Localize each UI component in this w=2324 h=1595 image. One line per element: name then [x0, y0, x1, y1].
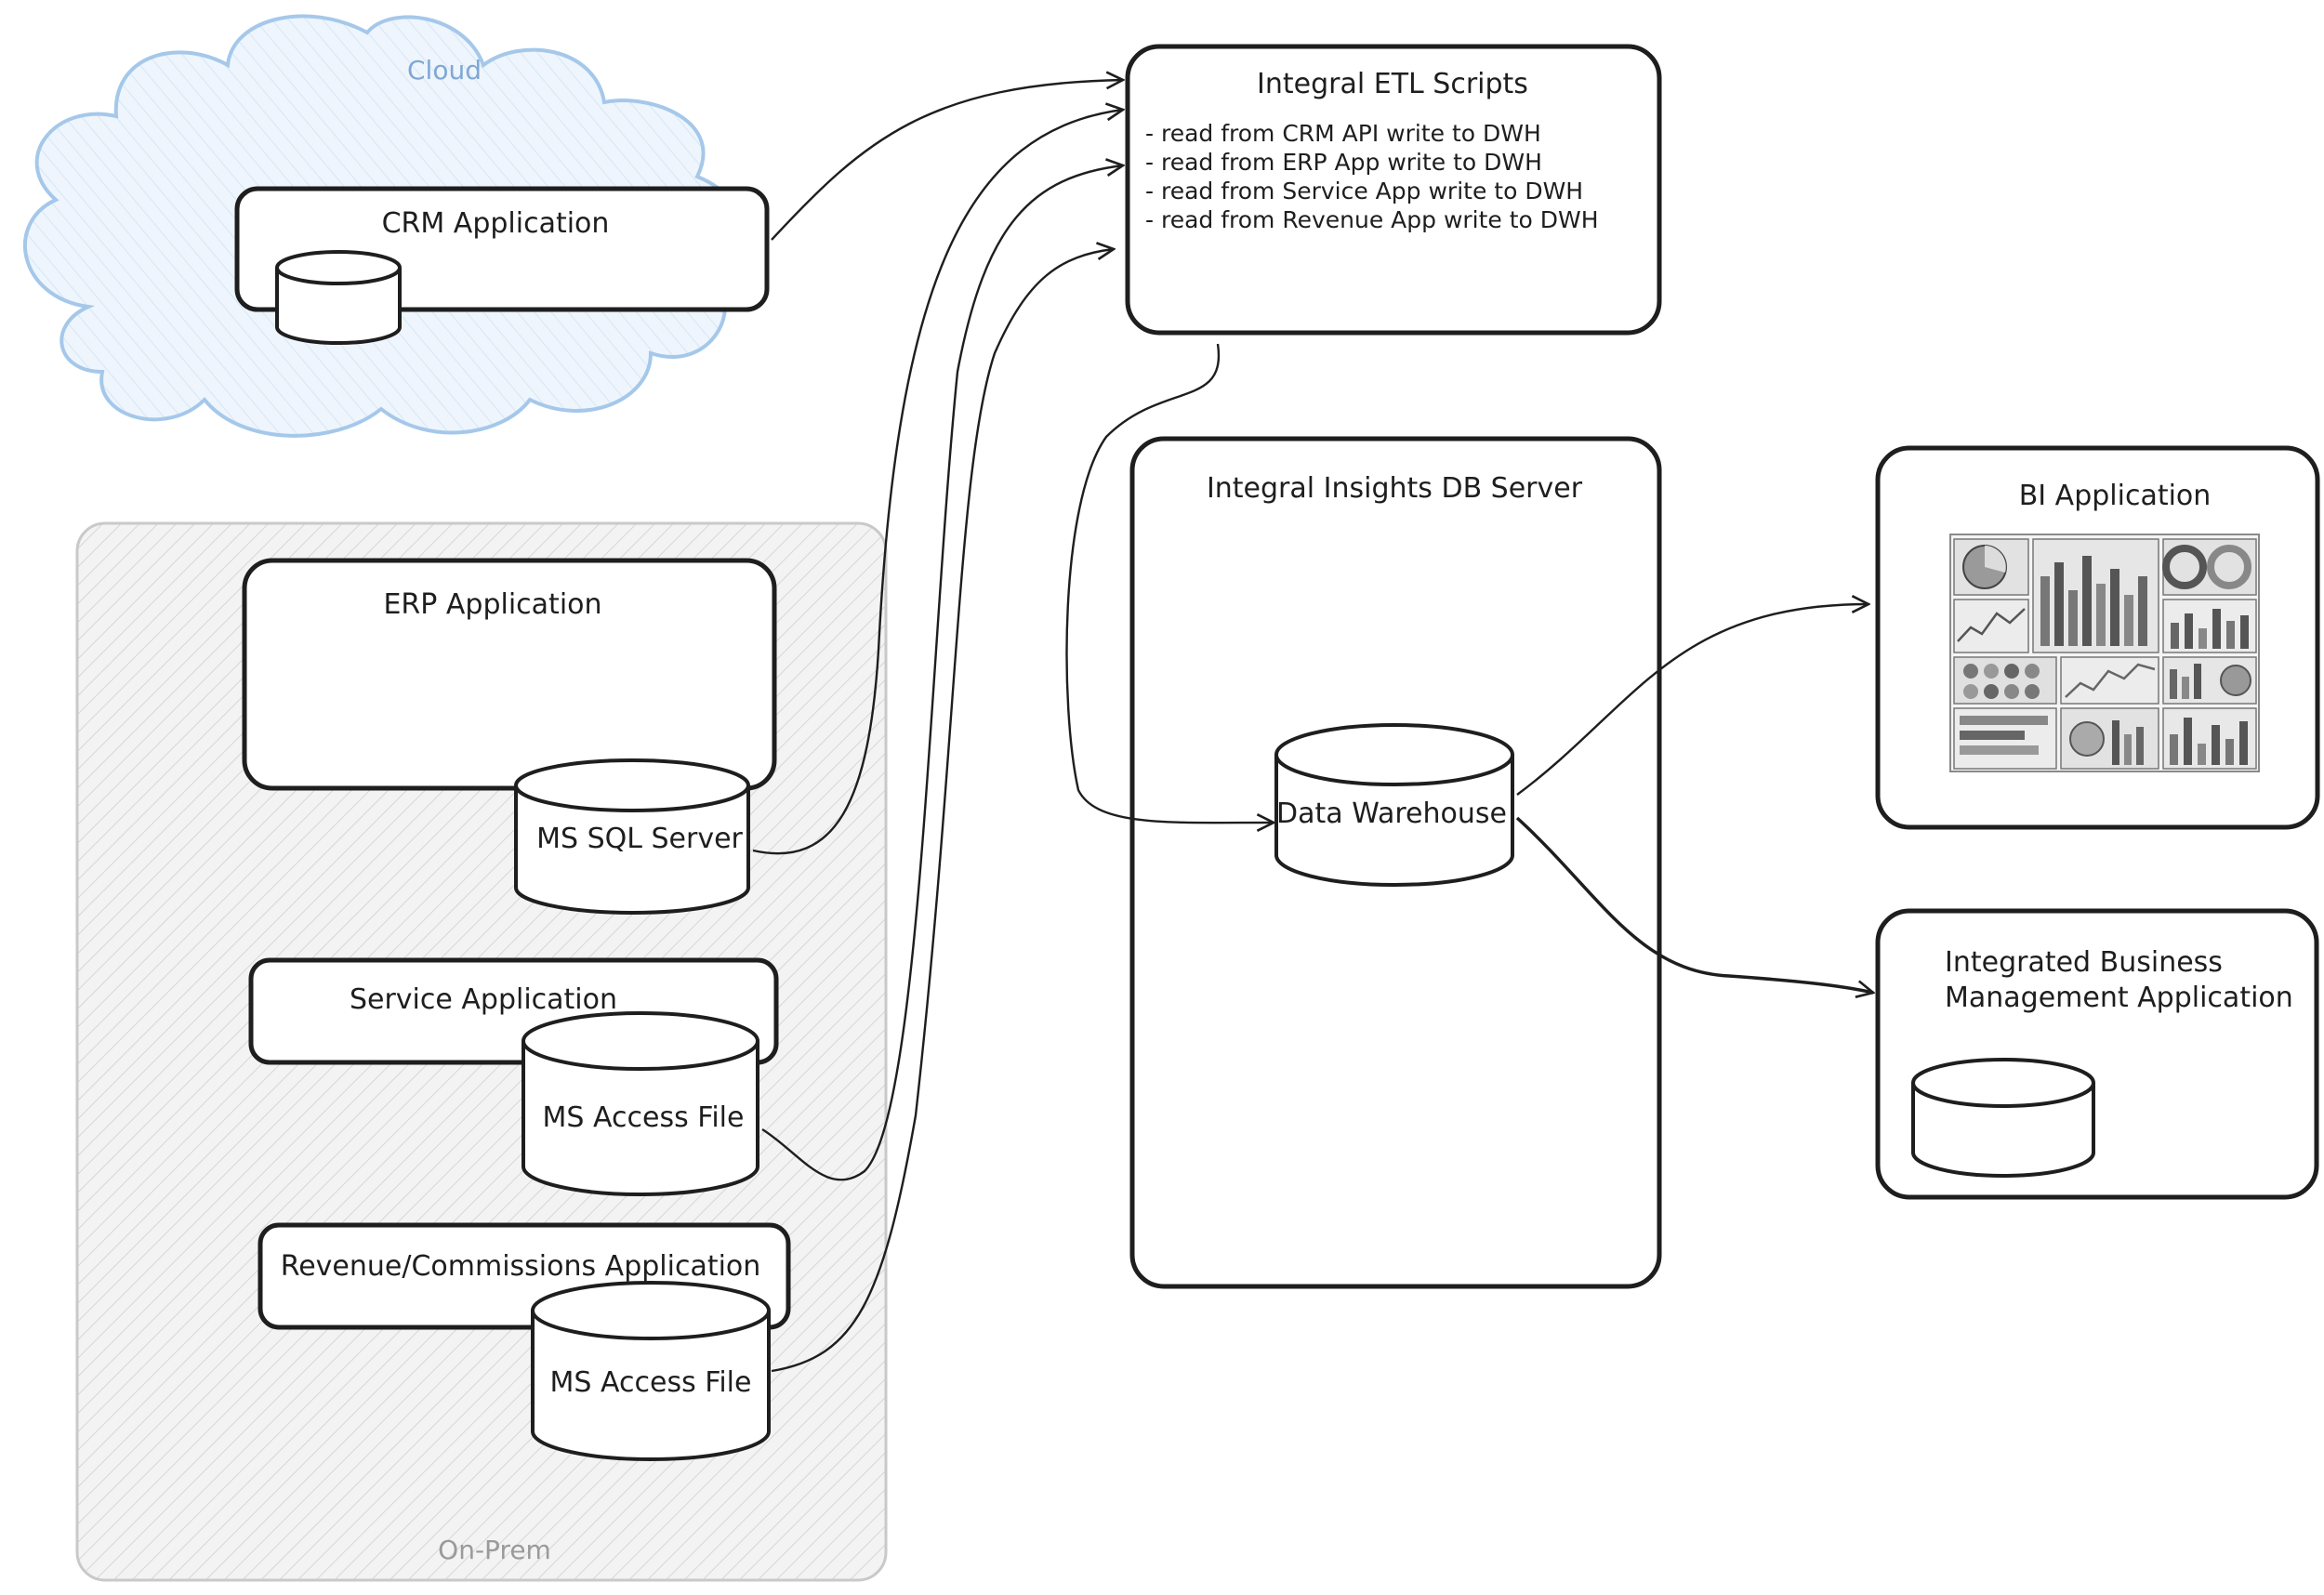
etl-line-3: - read from Service App write to DWH [1145, 178, 1583, 204]
ibm-database-icon [1911, 1058, 2095, 1178]
erp-database-label: MS SQL Server [536, 823, 743, 855]
db-server-node[interactable]: Integral Insights DB Server Data Warehou… [1129, 436, 1662, 1289]
data-warehouse-label: Data Warehouse [1276, 798, 1507, 830]
db-server-label: Integral Insights DB Server [1207, 472, 1583, 505]
etl-node[interactable]: Integral ETL Scripts - read from CRM API… [1125, 44, 1662, 336]
service-database-icon[interactable] [522, 1011, 759, 1196]
ibm-application-node[interactable]: Integrated Business Management Applicati… [1875, 908, 2319, 1200]
edge-revenue-db-to-etl [771, 249, 1114, 1373]
edge-dwh-to-ibm [1515, 816, 1873, 993]
erp-database-icon[interactable] [514, 758, 750, 915]
edge-service-db-to-etl [761, 165, 1123, 1181]
revenue-application-label: Revenue/Commissions Application [281, 1250, 761, 1283]
erp-application-box[interactable] [242, 558, 777, 791]
ibm-application-label-line2: Management Application [1945, 982, 2293, 1014]
etl-line-4: - read from Revenue App write to DWH [1145, 206, 1599, 233]
edge-erp-db-to-etl [752, 110, 1123, 855]
ibm-application-label-line1: Integrated Business [1945, 946, 2223, 979]
data-warehouse-icon[interactable] [1274, 723, 1514, 887]
cloud-group-label: Cloud [407, 55, 482, 86]
bi-application-node[interactable]: BI Application [1875, 445, 2320, 830]
crm-application-label: CRM Application [382, 207, 610, 240]
on-prem-group-label: On-Prem [438, 1535, 551, 1565]
on-prem-group: On-Prem ERP Application MS SQL Server Se… [75, 521, 888, 1582]
revenue-database-icon[interactable] [531, 1281, 771, 1461]
edge-crm-to-etl [771, 80, 1123, 241]
edges [752, 80, 1873, 1373]
etl-box[interactable] [1125, 44, 1662, 336]
cloud-group: Cloud CRM Application [22, 14, 770, 438]
etl-line-2: - read from ERP App write to DWH [1145, 149, 1542, 176]
crm-database-icon [275, 250, 402, 345]
revenue-database-label: MS Access File [550, 1366, 752, 1399]
etl-title: Integral ETL Scripts [1257, 68, 1528, 100]
edge-etl-to-dwh [1065, 343, 1274, 823]
dashboard-thumbnail-icon [1949, 534, 2260, 772]
service-database-label: MS Access File [543, 1101, 745, 1134]
service-application-label: Service Application [350, 983, 617, 1016]
erp-application-label: ERP Application [383, 588, 601, 621]
etl-line-1: - read from CRM API write to DWH [1145, 120, 1541, 147]
bi-application-label: BI Application [2019, 480, 2212, 512]
edge-dwh-to-bi [1516, 604, 1868, 796]
